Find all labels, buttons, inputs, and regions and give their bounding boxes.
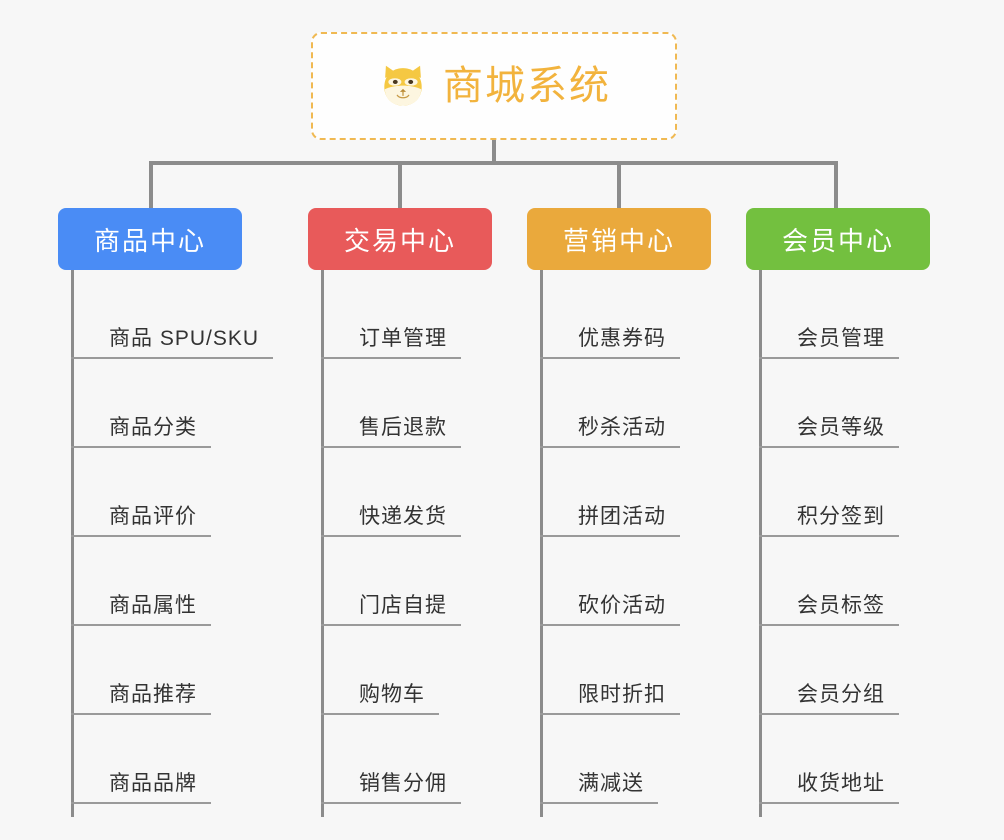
leaf-label: 会员管理	[759, 327, 899, 359]
leaf-item[interactable]: 售后退款	[321, 359, 521, 448]
category-box-product-center[interactable]: 商品中心	[58, 208, 242, 270]
connector-drop-member-center	[834, 161, 838, 208]
connector-drop-trade-center	[398, 161, 402, 208]
leaf-item[interactable]: 积分签到	[759, 448, 959, 537]
category-box-marketing-center[interactable]: 营销中心	[527, 208, 711, 270]
leaf-column-product-center: 商品 SPU/SKU 商品分类 商品评价 商品属性 商品推荐 商品品牌	[71, 270, 301, 820]
category-box-trade-center[interactable]: 交易中心	[308, 208, 492, 270]
connector-root-stem	[492, 140, 496, 164]
leaf-label: 商品属性	[71, 594, 211, 626]
leaf-label: 商品分类	[71, 416, 211, 448]
leaf-label: 商品品牌	[71, 772, 211, 804]
leaf-column-trade-center: 订单管理 售后退款 快递发货 门店自提 购物车 销售分佣	[321, 270, 521, 820]
leaf-label: 购物车	[321, 683, 439, 715]
leaf-item[interactable]: 满减送	[540, 715, 740, 804]
leaf-item[interactable]: 会员等级	[759, 359, 959, 448]
leaf-item[interactable]: 收货地址	[759, 715, 959, 804]
leaf-item[interactable]: 订单管理	[321, 270, 521, 359]
leaf-spine	[540, 270, 543, 817]
leaf-item[interactable]: 拼团活动	[540, 448, 740, 537]
shiba-dog-icon	[377, 60, 429, 112]
leaf-label: 砍价活动	[540, 594, 680, 626]
leaf-item[interactable]: 优惠券码	[540, 270, 740, 359]
category-title: 商品中心	[93, 225, 206, 256]
category-title: 营销中心	[562, 225, 675, 256]
leaf-spine	[71, 270, 74, 817]
category-title: 会员中心	[781, 225, 894, 256]
leaf-item[interactable]: 会员管理	[759, 270, 959, 359]
leaf-label: 优惠券码	[540, 327, 680, 359]
leaf-item[interactable]: 商品 SPU/SKU	[71, 270, 301, 359]
leaf-label: 积分签到	[759, 505, 899, 537]
leaf-label: 售后退款	[321, 416, 461, 448]
leaf-column-marketing-center: 优惠券码 秒杀活动 拼团活动 砍价活动 限时折扣 满减送	[540, 270, 740, 820]
leaf-item[interactable]: 商品推荐	[71, 626, 301, 715]
leaf-item[interactable]: 商品分类	[71, 359, 301, 448]
leaf-item[interactable]: 销售分佣	[321, 715, 521, 804]
leaf-label: 商品评价	[71, 505, 211, 537]
leaf-label: 会员等级	[759, 416, 899, 448]
connector-drop-product-center	[149, 161, 153, 208]
leaf-label: 会员分组	[759, 683, 899, 715]
leaf-label: 限时折扣	[540, 683, 680, 715]
leaf-label: 秒杀活动	[540, 416, 680, 448]
leaf-item[interactable]: 快递发货	[321, 448, 521, 537]
leaf-item[interactable]: 购物车	[321, 626, 521, 715]
category-title: 交易中心	[343, 225, 456, 256]
leaf-label: 销售分佣	[321, 772, 461, 804]
leaf-label: 商品 SPU/SKU	[71, 327, 274, 359]
root-title: 商城系统	[443, 64, 611, 108]
connector-drop-marketing-center	[617, 161, 621, 208]
leaf-spine	[321, 270, 324, 817]
leaf-item[interactable]: 商品评价	[71, 448, 301, 537]
leaf-item[interactable]: 会员标签	[759, 537, 959, 626]
leaf-item[interactable]: 限时折扣	[540, 626, 740, 715]
leaf-label: 订单管理	[321, 327, 461, 359]
leaf-item[interactable]: 商品品牌	[71, 715, 301, 804]
leaf-label: 拼团活动	[540, 505, 680, 537]
leaf-item[interactable]: 会员分组	[759, 626, 959, 715]
leaf-item[interactable]: 商品属性	[71, 537, 301, 626]
root-node[interactable]: 商城系统	[311, 32, 677, 140]
leaf-item[interactable]: 秒杀活动	[540, 359, 740, 448]
leaf-spine	[759, 270, 762, 817]
leaf-label: 门店自提	[321, 594, 461, 626]
leaf-label: 会员标签	[759, 594, 899, 626]
leaf-label: 快递发货	[321, 505, 461, 537]
leaf-label: 满减送	[540, 772, 658, 804]
connector-horizontal-bus	[149, 161, 836, 165]
leaf-label: 商品推荐	[71, 683, 211, 715]
leaf-item[interactable]: 门店自提	[321, 537, 521, 626]
leaf-item[interactable]: 砍价活动	[540, 537, 740, 626]
category-box-member-center[interactable]: 会员中心	[746, 208, 930, 270]
leaf-column-member-center: 会员管理 会员等级 积分签到 会员标签 会员分组 收货地址	[759, 270, 959, 820]
leaf-label: 收货地址	[759, 772, 899, 804]
